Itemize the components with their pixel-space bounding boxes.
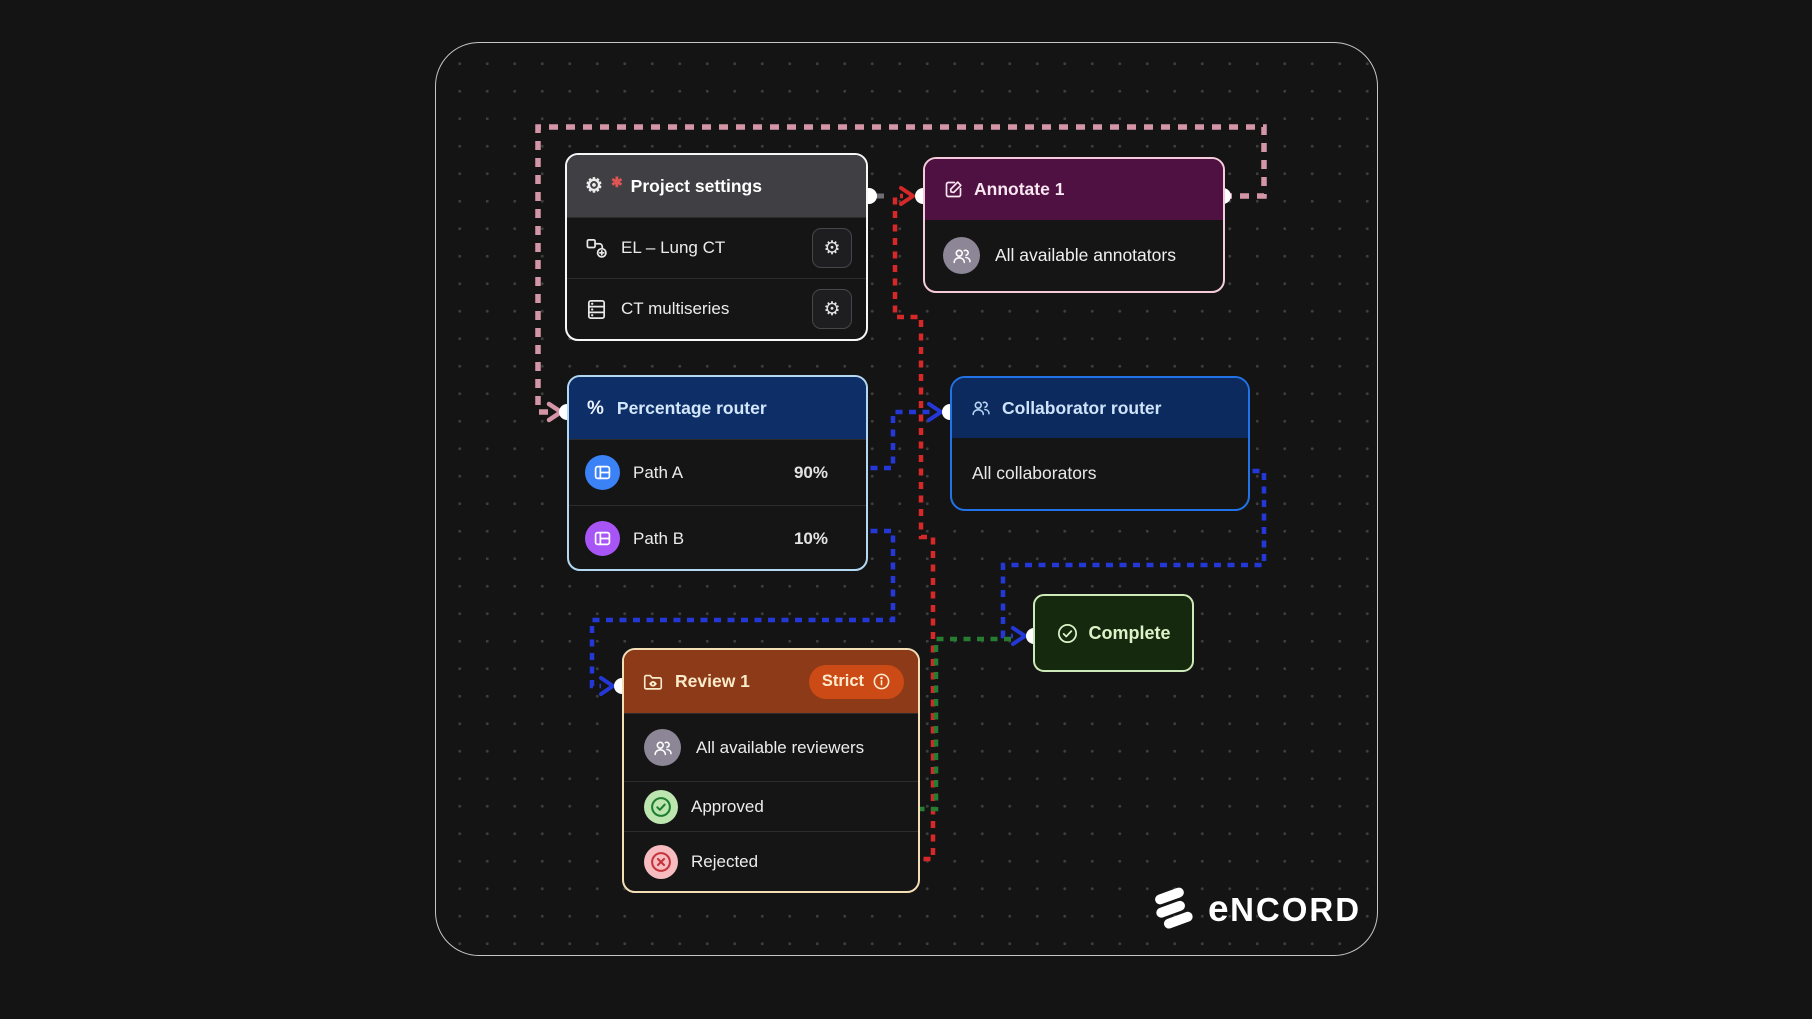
- layout-icon: [594, 531, 611, 546]
- dataset-icon: [585, 298, 608, 321]
- node-title: Review 1: [675, 671, 750, 691]
- required-asterisk-icon: ✱: [610, 173, 623, 190]
- rejected-row[interactable]: Rejected: [624, 831, 918, 891]
- ontology-icon: [585, 237, 608, 260]
- encord-wordmark: encord: [1208, 888, 1362, 929]
- strict-badge-label: Strict: [821, 672, 864, 690]
- reviewer-assignment-row[interactable]: All available reviewers: [624, 713, 918, 781]
- encord-logo: encord: [1150, 886, 1361, 932]
- approved-row[interactable]: Approved: [624, 781, 918, 831]
- path-b-percentage: 10%: [793, 528, 828, 548]
- ontology-row[interactable]: EL – Lung CT ⚙: [567, 217, 866, 278]
- strict-badge[interactable]: Strict: [808, 664, 904, 699]
- dataset-row[interactable]: CT multiseries ⚙: [567, 278, 866, 339]
- users-icon: [972, 401, 990, 416]
- avatar: [943, 237, 980, 274]
- edit-icon: [945, 181, 962, 198]
- path-a-icon: [585, 455, 620, 490]
- path-a-label: Path A: [633, 462, 684, 482]
- users-icon: [653, 741, 672, 755]
- percentage-router-header: % Percentage router: [569, 377, 866, 439]
- layout-icon: [594, 465, 611, 480]
- node-percentage-router[interactable]: % Percentage router Path A 90% Path B 10…: [567, 375, 868, 571]
- approved-icon: [644, 789, 678, 824]
- approved-label: Approved: [691, 796, 764, 816]
- node-complete[interactable]: Complete: [1033, 594, 1194, 672]
- annotator-assignment-label: All available annotators: [995, 245, 1176, 265]
- node-title: Annotate 1: [974, 179, 1065, 199]
- path-a-percentage: 90%: [793, 462, 828, 482]
- path-b-row[interactable]: Path B 10%: [569, 505, 866, 569]
- info-icon: [873, 673, 890, 690]
- node-title: Project settings: [630, 175, 762, 196]
- percent-icon: %: [587, 397, 604, 419]
- path-b-icon: [585, 521, 620, 556]
- node-collaborator-router[interactable]: Collaborator router All collaborators: [950, 376, 1250, 511]
- gear-icon: ⚙: [585, 175, 603, 197]
- ontology-label: EL – Lung CT: [621, 238, 726, 257]
- dataset-label: CT multiseries: [621, 299, 730, 318]
- rejected-label: Rejected: [691, 852, 759, 871]
- path-a-row[interactable]: Path A 90%: [569, 439, 866, 505]
- collaborator-router-header: Collaborator router: [952, 378, 1248, 438]
- node-project-settings[interactable]: ⚙ ✱ Project settings EL – Lung CT ⚙ CT m…: [565, 153, 868, 341]
- check-circle-icon: [1058, 623, 1078, 643]
- gear-icon: ⚙: [823, 298, 841, 320]
- node-title: Complete: [1088, 622, 1171, 643]
- users-icon: [952, 249, 971, 263]
- node-title: Collaborator router: [1002, 397, 1162, 418]
- annotate-header: Annotate 1: [925, 159, 1223, 220]
- all-collaborators-row[interactable]: All collaborators: [952, 438, 1248, 508]
- avatar: [644, 729, 681, 766]
- all-collaborators-label: All collaborators: [972, 462, 1097, 483]
- annotator-assignment-row[interactable]: All available annotators: [925, 220, 1223, 291]
- gear-icon: ⚙: [823, 237, 841, 259]
- node-annotate[interactable]: Annotate 1 All available annotators: [923, 157, 1225, 293]
- review-header: Review 1 Strict: [624, 650, 918, 713]
- review-folder-icon: [643, 674, 663, 690]
- node-review[interactable]: Review 1 Strict All available reviewers: [622, 648, 920, 893]
- ontology-settings-button[interactable]: ⚙: [812, 228, 852, 268]
- encord-logo-icon: [1155, 887, 1193, 929]
- reviewer-assignment-label: All available reviewers: [696, 737, 865, 757]
- dataset-settings-button[interactable]: ⚙: [812, 289, 852, 329]
- node-title: Percentage router: [616, 397, 767, 418]
- rejected-icon: [644, 845, 678, 879]
- path-b-label: Path B: [633, 528, 685, 548]
- project-settings-header: ⚙ ✱ Project settings: [567, 155, 866, 217]
